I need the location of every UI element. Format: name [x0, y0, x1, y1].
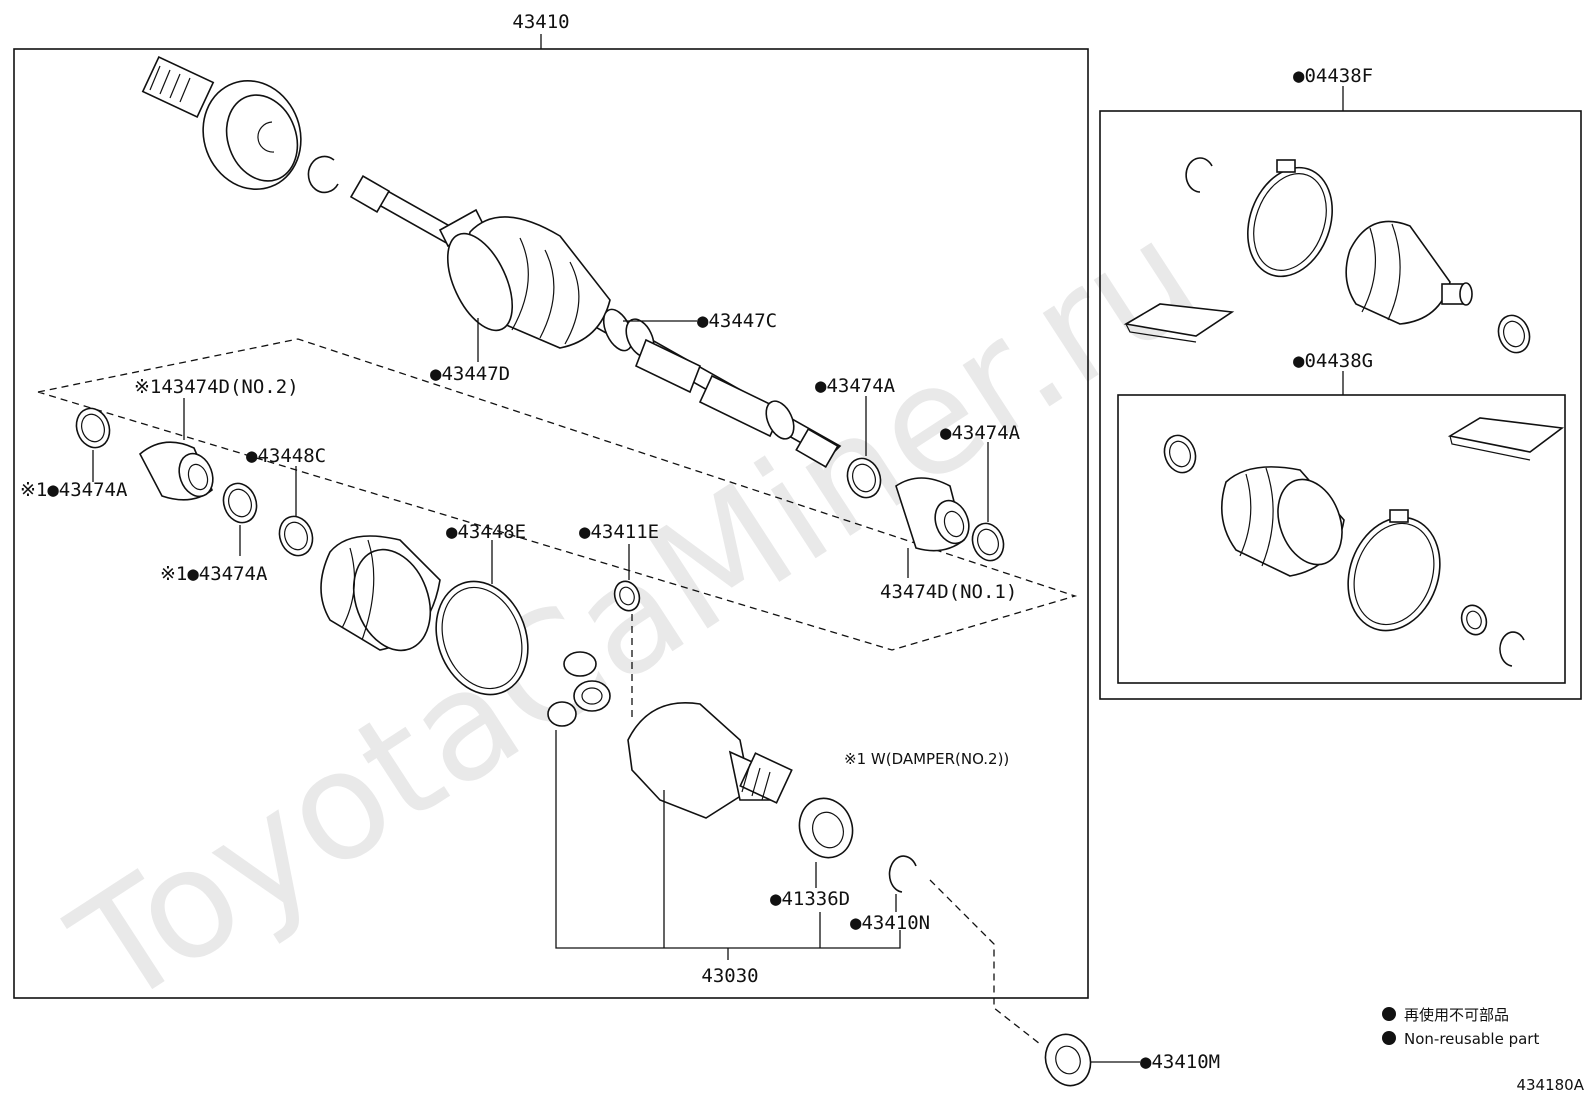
label-43410M: ●43410M	[1140, 1051, 1220, 1073]
clamp-43448E	[435, 580, 529, 696]
kit-G-large-clamp	[1347, 509, 1441, 632]
label-04438G: ●04438G	[1293, 350, 1373, 372]
label-43411E: ●43411E	[579, 521, 659, 543]
label-43474A-right2: ●43474A	[940, 422, 1021, 444]
legend-text-en: Non-reusable part	[1404, 1030, 1539, 1048]
kit-G-small-clamp	[1163, 434, 1197, 474]
label-43410N: ●43410N	[850, 912, 930, 934]
kit-G-grease-pack	[1447, 417, 1565, 461]
kit-G-snap-ring	[1499, 631, 1525, 667]
kit-frame-04438F	[1099, 110, 1582, 700]
kit-F-boot	[1345, 220, 1473, 325]
outer-cv-joint	[141, 56, 302, 191]
clamp-43474A-left1	[75, 407, 111, 449]
clamp-43448C	[278, 515, 314, 557]
label-43474A-left2: ※1●43474A	[160, 563, 268, 585]
label-43410: 43410	[512, 11, 569, 33]
damper-43474D-no1	[895, 477, 970, 552]
tripod-joint	[547, 651, 611, 727]
label-43474D-no1: 43474D(NO.1)	[880, 581, 1017, 603]
label-04438F: ●04438F	[1293, 65, 1373, 87]
clamp-43474A-right2	[971, 522, 1005, 562]
diagram-code: 434180A	[1516, 1076, 1584, 1094]
kit-F-large-clamp	[1247, 159, 1333, 278]
clamp-43474A-right1	[846, 457, 882, 499]
kit-F-grease-pack	[1123, 303, 1235, 343]
assembly-frame-43410	[13, 48, 1089, 999]
kit-F-small-clamp	[1497, 314, 1531, 354]
watermark: ToyotaCaMiner.ru	[44, 188, 1227, 1041]
snap-ring-outer	[307, 155, 339, 194]
boot-kit-dashed-region	[37, 338, 1078, 651]
kit-G-retainer-ring	[1460, 604, 1488, 636]
label-43474D-no2: ※143474D(NO.2)	[134, 376, 299, 398]
label-43448C: ●43448C	[246, 445, 326, 467]
damper-note: ※1 W(DAMPER(NO.2))	[844, 750, 1009, 768]
bearing-43410M	[1044, 1033, 1092, 1087]
kit-F-snap-ring	[1185, 157, 1213, 193]
inboard-joint-housing	[627, 702, 793, 819]
kit-G-boot	[1220, 466, 1345, 577]
kit-frame-04438G	[1117, 394, 1566, 684]
label-43448E: ●43448E	[446, 521, 526, 543]
label-41336D: ●41336D	[770, 888, 850, 910]
label-43474A-left1: ※1●43474A	[20, 479, 128, 501]
damper-43474D-no2	[138, 441, 214, 501]
legend-text-jp: 再使用不可部品	[1404, 1006, 1509, 1024]
snap-ring-43411E	[613, 580, 641, 612]
oil-seal-41336D	[798, 797, 854, 859]
label-43030: 43030	[701, 965, 758, 987]
snap-ring-43410N	[888, 855, 917, 893]
label-43447C: ●43447C	[697, 310, 777, 332]
label-43474A-right1: ●43474A	[815, 375, 896, 397]
inboard-boot	[320, 535, 441, 652]
clamp-43474A-left2	[222, 482, 258, 524]
shaft-and-outboard-boot	[349, 175, 842, 468]
legend: 再使用不可部品 Non-reusable part	[1382, 1006, 1539, 1048]
label-43447D: ●43447D	[430, 363, 510, 385]
